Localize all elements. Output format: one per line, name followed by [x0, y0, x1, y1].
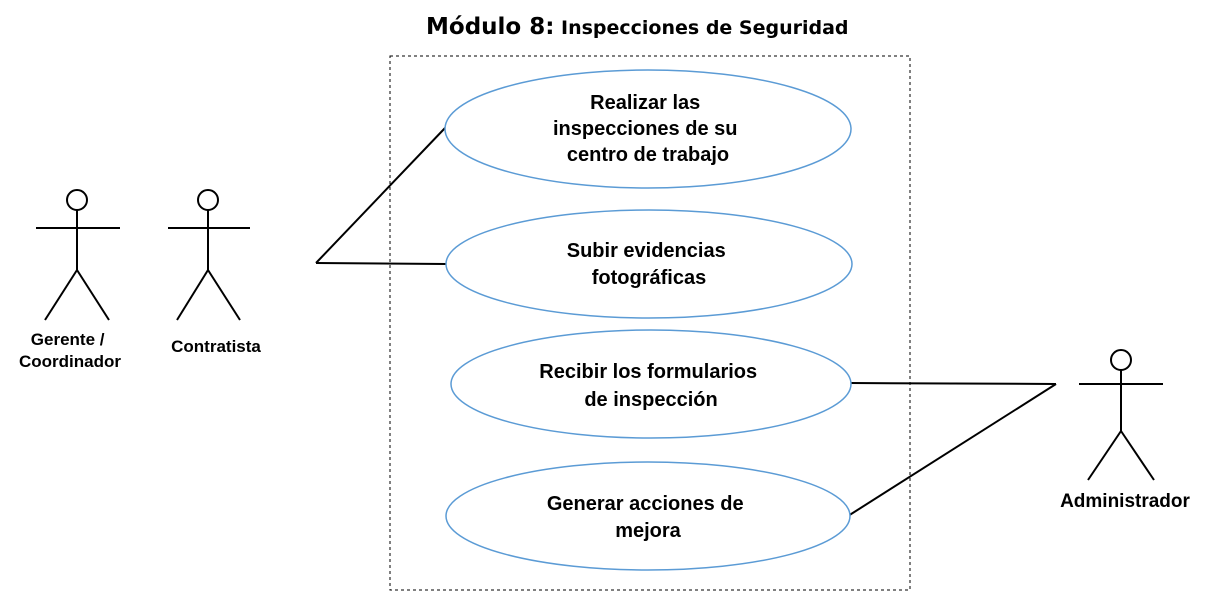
association-line-uc3 — [849, 382, 1057, 385]
use-case-ellipse — [444, 69, 852, 189]
use-case-ellipse — [450, 329, 852, 439]
associations — [315, 127, 1057, 517]
use-case-label-line: fotográficas — [592, 267, 706, 289]
actor-gerente-coordinador[interactable]: Gerente / Coordinador — [19, 189, 121, 371]
use-case-label: Subir evidencias fotográficas — [567, 240, 732, 289]
association-line-uc4 — [847, 383, 1057, 517]
actor-contratista[interactable]: Contratista — [168, 189, 261, 356]
stick-figure-icon — [1079, 349, 1163, 481]
use-case-label-line: Generar acciones de — [547, 493, 744, 515]
actor-label-line: Gerente / — [31, 330, 105, 349]
use-case-label-line: Subir evidencias — [567, 240, 726, 262]
actor-label: Contratista — [171, 337, 261, 356]
use-case-label-line: inspecciones de su — [553, 118, 738, 140]
actor-administrador[interactable]: Administrador — [1060, 349, 1191, 512]
association-line-uc1 — [315, 127, 446, 264]
use-case-ellipse — [445, 461, 851, 571]
use-case-label-line: centro de trabajo — [567, 144, 729, 166]
use-case-realizar-inspecciones[interactable]: Realizar las inspecciones de su centro d… — [444, 69, 852, 189]
use-case-generar-acciones[interactable]: Generar acciones de mejora — [445, 461, 851, 571]
use-case-label: Generar acciones de mejora — [547, 493, 749, 542]
use-case-recibir-formularios[interactable]: Recibir los formularios de inspección — [450, 329, 852, 439]
use-case-label: Realizar las inspecciones de su centro d… — [553, 92, 743, 166]
stick-figure-icon — [168, 189, 250, 321]
actor-label: Administrador — [1060, 491, 1190, 512]
stick-figure-icon — [36, 189, 120, 321]
use-case-label: Recibir los formularios de inspección — [539, 361, 762, 411]
title-subject: Inspecciones de Seguridad — [561, 17, 849, 39]
use-case-ellipse — [445, 209, 853, 319]
actor-label-line: Administrador — [1060, 491, 1190, 512]
association-line-uc2 — [315, 262, 447, 265]
use-case-label-line: de inspección — [584, 389, 717, 411]
use-case-subir-evidencias[interactable]: Subir evidencias fotográficas — [445, 209, 853, 319]
system-boundary — [389, 55, 911, 591]
actor-label-line: Coordinador — [19, 352, 121, 371]
title-module: Módulo 8: — [426, 14, 554, 40]
use-case-label-line: mejora — [615, 520, 681, 542]
use-case-label-line: Recibir los formularios — [539, 361, 757, 383]
actor-label: Gerente / Coordinador — [19, 330, 121, 371]
actor-label-line: Contratista — [171, 337, 261, 356]
use-case-label-line: Realizar las — [590, 92, 700, 114]
